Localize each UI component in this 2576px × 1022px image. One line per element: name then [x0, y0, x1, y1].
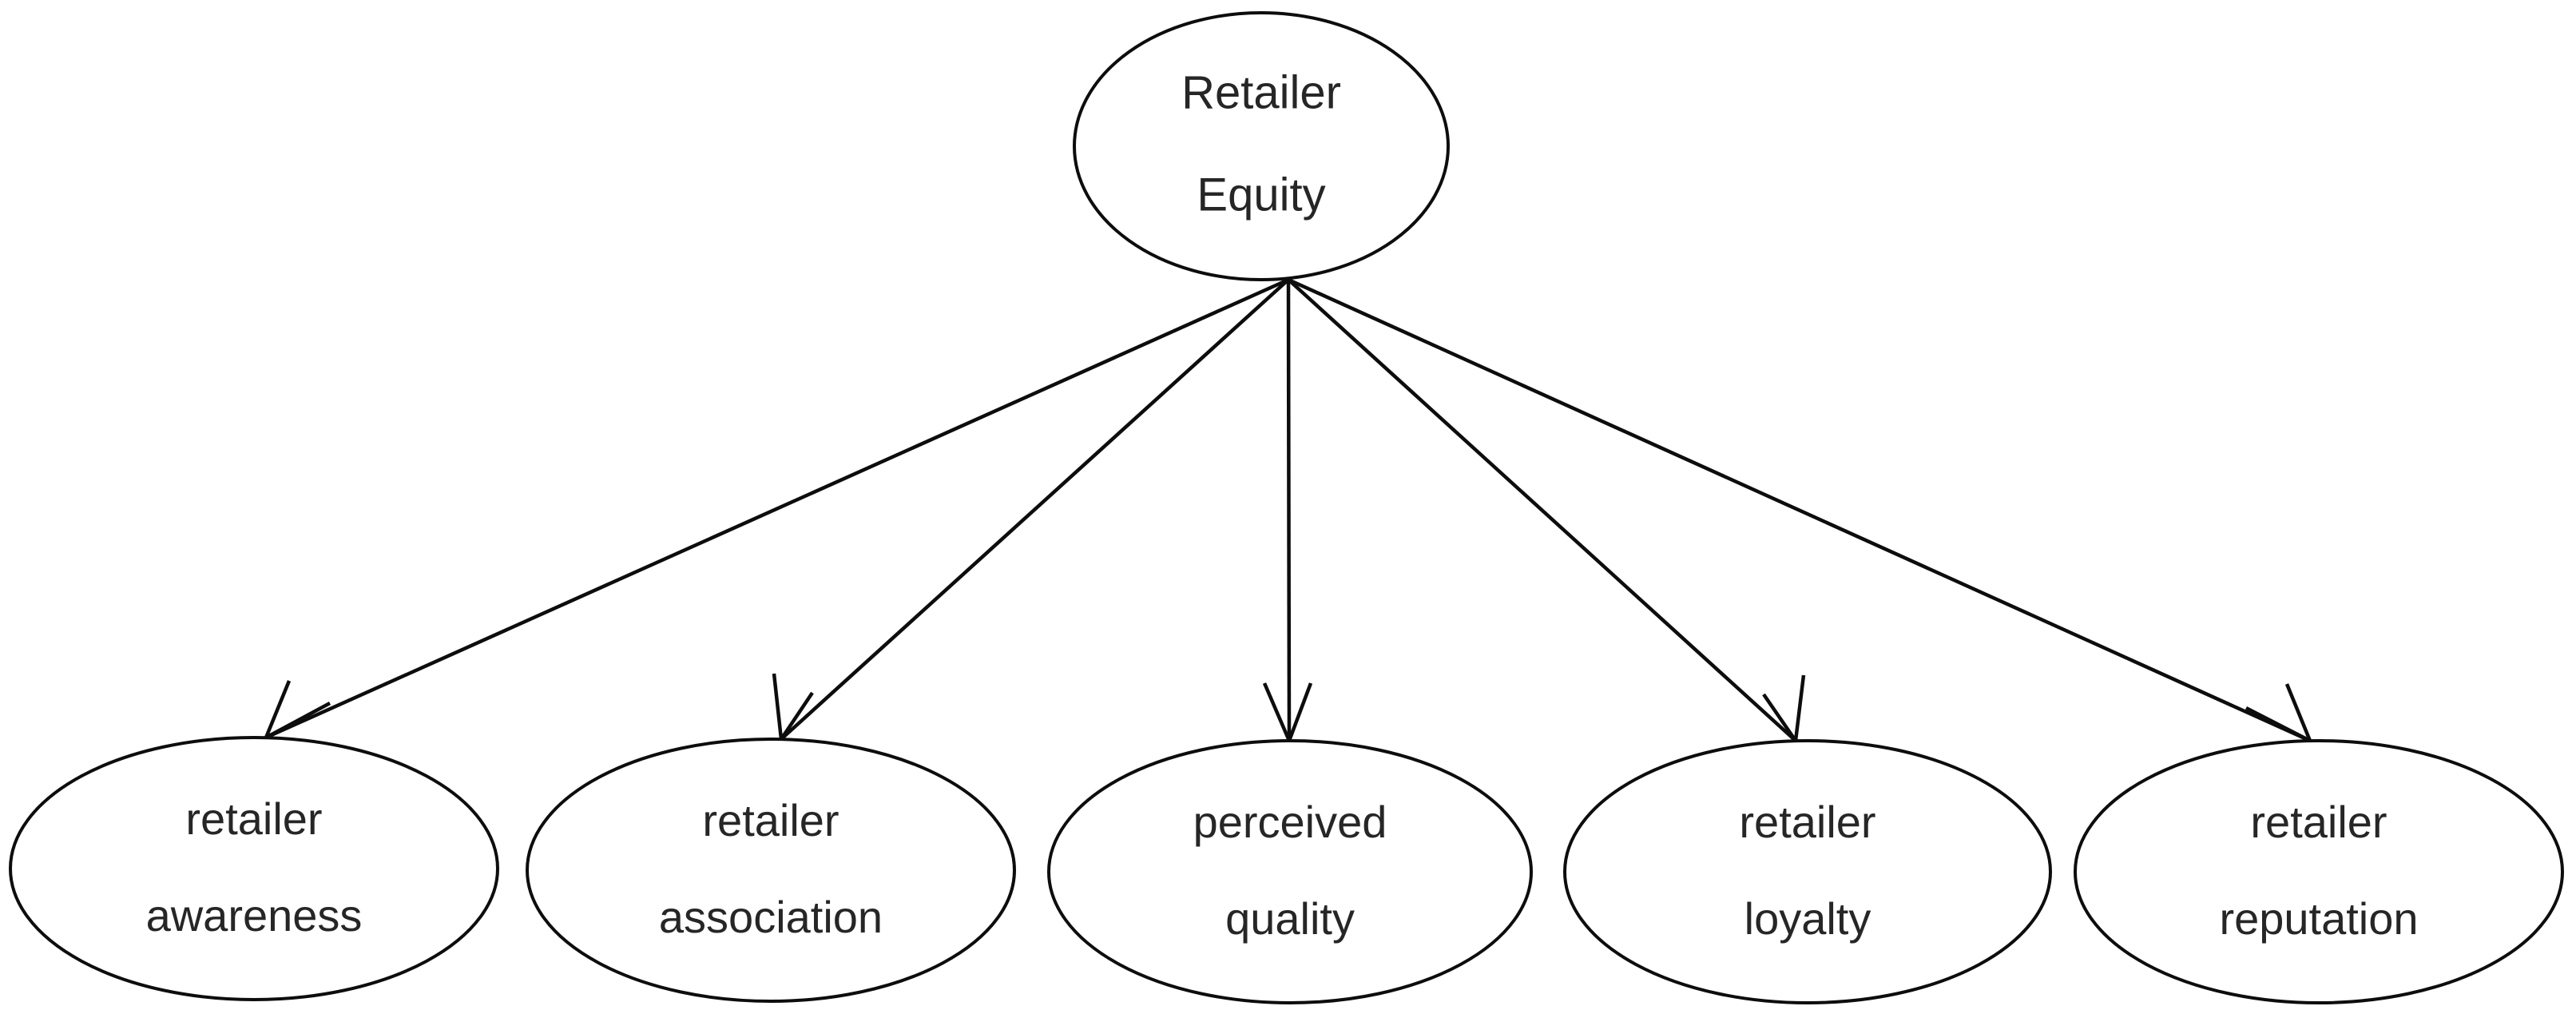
arrowhead-retailer-awareness — [262, 680, 331, 742]
node-retailer-association-label-line2: association — [659, 892, 883, 942]
node-retailer-equity-shape[interactable] — [1073, 11, 1450, 281]
node-retailer-loyalty-label-line2: loyalty — [1744, 893, 1871, 944]
edge-to-retailer-loyalty — [1287, 278, 1797, 742]
node-retailer-loyalty[interactable]: retailer loyalty — [1563, 739, 2052, 1004]
node-retailer-equity[interactable]: Retailer Equity — [1073, 11, 1450, 281]
node-retailer-reputation-label-line1: retailer — [2250, 797, 2387, 847]
node-retailer-equity-label-line1: Retailer — [1181, 66, 1341, 118]
node-retailer-loyalty-label-line1: retailer — [1739, 797, 1875, 847]
node-perceived-quality-shape[interactable] — [1047, 739, 1533, 1004]
node-perceived-quality-label-line1: perceived — [1193, 797, 1387, 847]
edge-to-retailer-association — [780, 278, 1290, 741]
node-retailer-reputation-shape[interactable] — [2074, 739, 2564, 1004]
node-retailer-equity-label-line2: Equity — [1197, 169, 1325, 221]
node-retailer-awareness[interactable]: retailer awareness — [9, 736, 499, 1001]
arrowhead-retailer-reputation — [2245, 683, 2314, 745]
node-retailer-association-label-line1: retailer — [702, 795, 839, 845]
node-perceived-quality-label-line2: quality — [1225, 893, 1355, 944]
node-retailer-awareness-shape[interactable] — [9, 736, 499, 1001]
node-retailer-awareness-label-line1: retailer — [185, 793, 322, 844]
edge-to-perceived-quality — [1286, 279, 1292, 742]
node-retailer-reputation[interactable]: retailer reputation — [2074, 739, 2564, 1004]
node-retailer-association-shape[interactable] — [526, 738, 1016, 1003]
node-retailer-loyalty-shape[interactable] — [1563, 739, 2052, 1004]
node-retailer-awareness-label-line2: awareness — [146, 890, 363, 940]
edge-to-retailer-reputation — [1288, 277, 2311, 743]
edge-group — [262, 277, 2314, 746]
node-retailer-reputation-label-line2: reputation — [2219, 893, 2418, 944]
node-perceived-quality[interactable]: perceived quality — [1047, 739, 1533, 1004]
edge-to-retailer-awareness — [265, 277, 1289, 740]
node-retailer-association[interactable]: retailer association — [526, 738, 1016, 1003]
